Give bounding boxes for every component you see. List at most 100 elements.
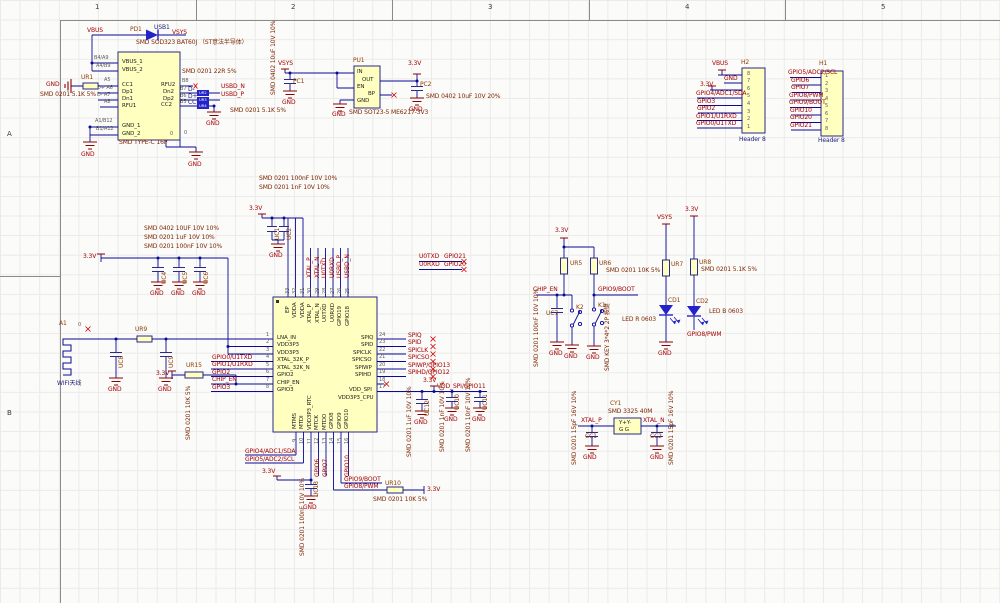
header-h2-body[interactable] [741,67,766,134]
label-net: GPIO8/PWM [687,331,722,338]
label-net: 3.3V [156,370,170,377]
label-net: SPICSO [408,354,430,361]
regulator-body[interactable] [353,65,381,109]
label-pnm: VDD3P3 [277,342,299,348]
cap-uc4 [152,266,164,273]
resistor-ur15 [184,371,204,379]
label-net: GPIO2 [697,105,716,112]
led-cd2[interactable] [687,306,709,326]
label-pin: 0 [78,322,82,328]
label-pin: 33 [285,287,291,294]
resistor-ur6 [590,257,598,275]
cap-uc2 [279,225,289,233]
label-net: USBD_N [344,254,351,278]
header-h1-body[interactable] [820,70,844,137]
label-net: GND [303,504,317,511]
label-net: GND [108,386,122,393]
label-pin: 6 [747,86,751,92]
label-pin: A8 [104,99,111,105]
label-des: UR5 [570,260,583,267]
label-pin: 3 [747,109,751,115]
label-pin: D+ A6 [97,85,113,91]
label-pnm: SPID [361,342,374,348]
label-des: UC6 [203,271,210,284]
label-net: GND [444,416,458,423]
usb-wires [71,34,220,152]
label-pin: 2 [747,116,751,122]
resistor-ur8 [690,258,698,276]
label-pin: 5 [825,103,829,109]
label-pin: 32 [292,287,298,294]
label-net: XTAL_N [643,417,665,424]
label-net: VSYS [278,60,293,67]
label-net: SPIQ [408,332,422,339]
ruler-row-tick [0,276,60,277]
label-ann: SMD 0201 100nF 10V 10% [259,175,338,182]
label-pin: B4/A9 [94,55,109,61]
label-des: UR6 [599,260,612,267]
label-pnm: MTCK [314,415,320,430]
label-pnm: GPIO19 [337,306,343,326]
label-des: H1 [819,60,828,67]
label-pin: 8 [825,126,829,132]
label-pin: 5 [266,362,270,368]
label-pnm: SPIHD [355,372,372,378]
label-net: GPIO10 [790,107,812,114]
label-pin: 23 [379,339,386,345]
cap-uc10 [446,396,458,403]
resistor-ur2 [197,90,209,96]
button-k1[interactable] [591,307,605,327]
label-net: 3.3V [83,253,97,260]
label-dk: Header 8 [739,136,766,143]
label-des: UC10 [454,394,461,410]
ruler-tick-3 [589,0,590,20]
label-net: GPIO20 [790,114,812,121]
label-des: CD1 [668,297,681,304]
label-des: UC12 [424,400,431,416]
label-net: GND [549,350,563,357]
label-pin: 1 [266,332,270,338]
label-net: GND [586,354,600,361]
label-net: GPIO8/PWM [344,483,379,490]
usb-typec-connector[interactable] [117,51,181,141]
label-pin: 6 [266,369,270,375]
label-pin: 6 [825,111,829,117]
label-net: GND [206,120,220,127]
label-ann: SMD 3325 40M [608,408,653,415]
button-k2[interactable] [569,308,583,328]
label-net: GND [171,290,185,297]
label-pin: 13 [322,437,328,444]
usb-series-resistors[interactable] [197,90,209,109]
cap-uc1 [267,225,277,233]
label-net: GND [192,290,206,297]
chip-right-wires [377,338,487,411]
pin1-marker [276,300,279,303]
label-pin: 1 [825,73,829,79]
label-net: 3.3V [700,81,714,88]
main-chip-body[interactable] [272,296,378,433]
label-pin: 10 [299,437,305,444]
label-ann: SMD 0201 5.1K 5% [40,91,96,98]
label-pnm: MTDI [299,415,305,429]
label-pnm: RFU2 [161,82,176,88]
label-pin: 21 [379,354,386,360]
label-pnm: XTAL_32K_P [277,357,309,363]
led-cd1[interactable] [659,305,681,325]
label-pin: 2 [266,339,270,345]
capacitors[interactable] [110,78,663,490]
label-net: GPIO1/U1RXD [212,361,253,368]
label-pnm: BP [368,91,375,97]
label-pnm: LNA_IN [277,335,296,341]
label-net: GND [414,419,428,426]
label-net: GPIO4/ADC1/SDA [696,90,747,97]
label-pnm: EN [357,84,365,90]
label-pnm: VBUS_1 [122,59,143,65]
resistors[interactable] [82,82,698,494]
wifi-antenna[interactable] [62,338,75,376]
label-net: GND [46,81,60,88]
label-des: PD1 [130,26,142,33]
label-pin: D- A7 [97,92,111,98]
diode-pd1[interactable] [146,29,159,41]
label-ann: SMD 0201 1nF 10V 10% [439,381,446,452]
